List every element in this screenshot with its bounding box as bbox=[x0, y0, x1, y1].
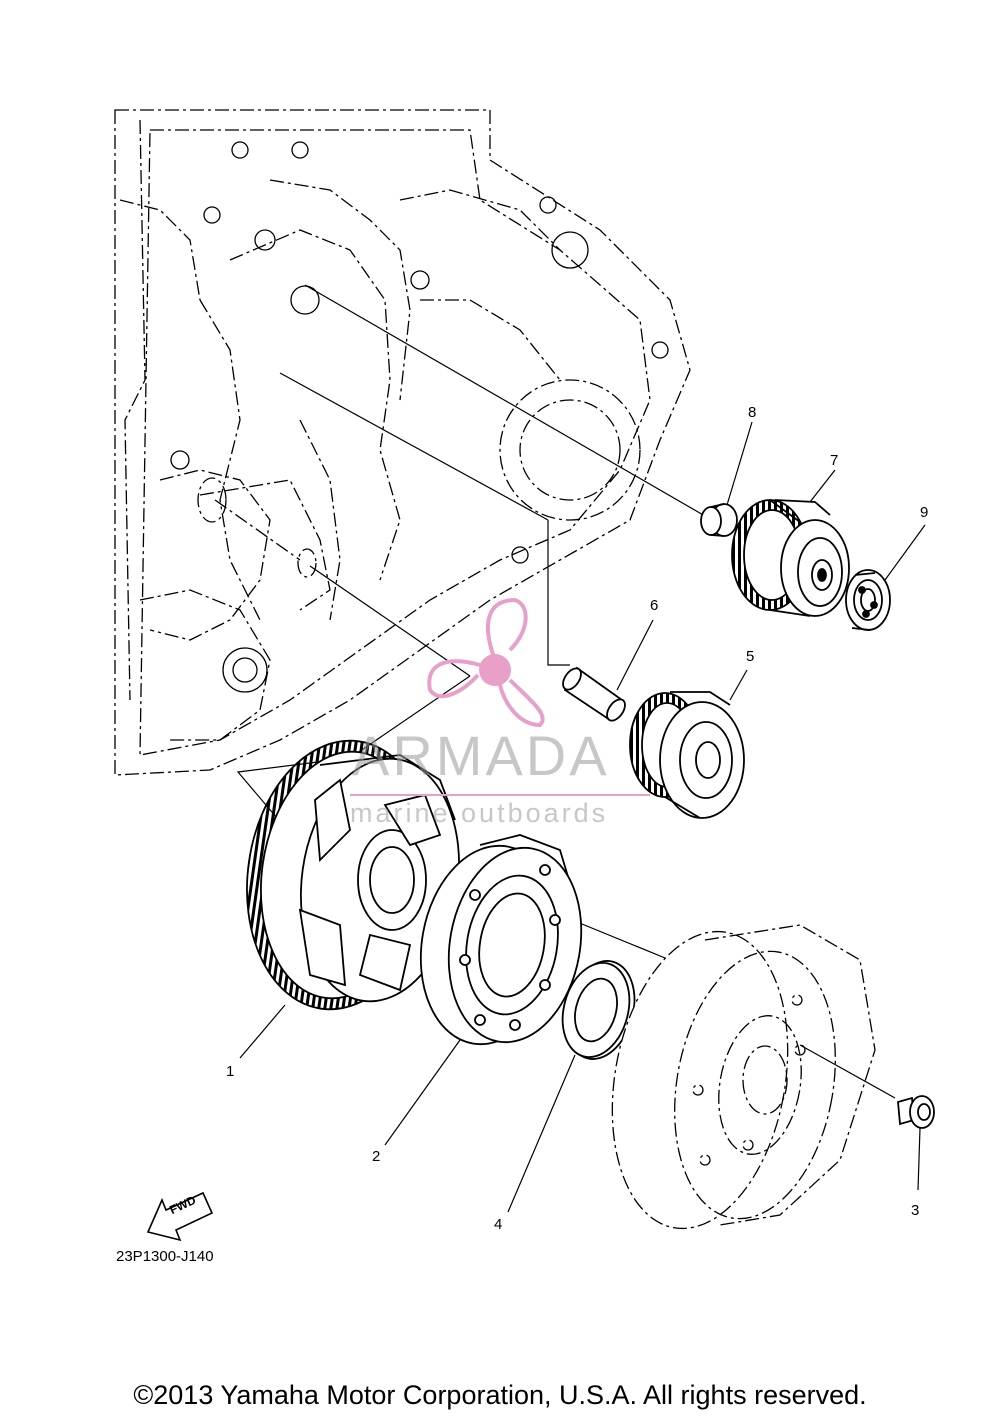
watermark-title: ARMADA bbox=[352, 724, 610, 787]
fwd-arrow-icon bbox=[146, 1191, 214, 1242]
crankcase-block bbox=[114, 109, 691, 776]
propeller-logo bbox=[427, 597, 545, 728]
callout-9: 9 bbox=[920, 504, 929, 521]
fwd-arrow bbox=[146, 1191, 214, 1242]
callout-3: 3 bbox=[911, 1202, 920, 1219]
part-5-gear bbox=[629, 691, 745, 819]
part-1-ring-gear bbox=[246, 739, 460, 1011]
part-3-bolt bbox=[897, 1095, 935, 1129]
callout-1: 1 bbox=[226, 1063, 235, 1080]
callout-5: 5 bbox=[746, 648, 755, 665]
crankcase-holes bbox=[170, 141, 669, 693]
flywheel-rotor bbox=[611, 924, 876, 1230]
drawing-number: 23P1300-J140 bbox=[116, 1248, 214, 1265]
callout-7: 7 bbox=[830, 452, 839, 469]
part-9-bearing bbox=[845, 569, 891, 631]
watermark-subtitle: marine outboards bbox=[350, 798, 609, 828]
callout-4: 4 bbox=[494, 1216, 503, 1233]
copyright-notice: ©2013 Yamaha Motor Corporation, U.S.A. A… bbox=[133, 1380, 867, 1410]
callout-leaders bbox=[239, 421, 926, 1213]
callout-8: 8 bbox=[748, 404, 757, 421]
part-8-collar bbox=[700, 503, 738, 537]
callout-2: 2 bbox=[372, 1148, 381, 1165]
part-7-idler-gear bbox=[731, 499, 850, 617]
crankshaft bbox=[197, 477, 331, 611]
part-6-shaft bbox=[562, 666, 626, 722]
part-2-clutch bbox=[419, 834, 583, 1046]
callout-6: 6 bbox=[650, 597, 659, 614]
